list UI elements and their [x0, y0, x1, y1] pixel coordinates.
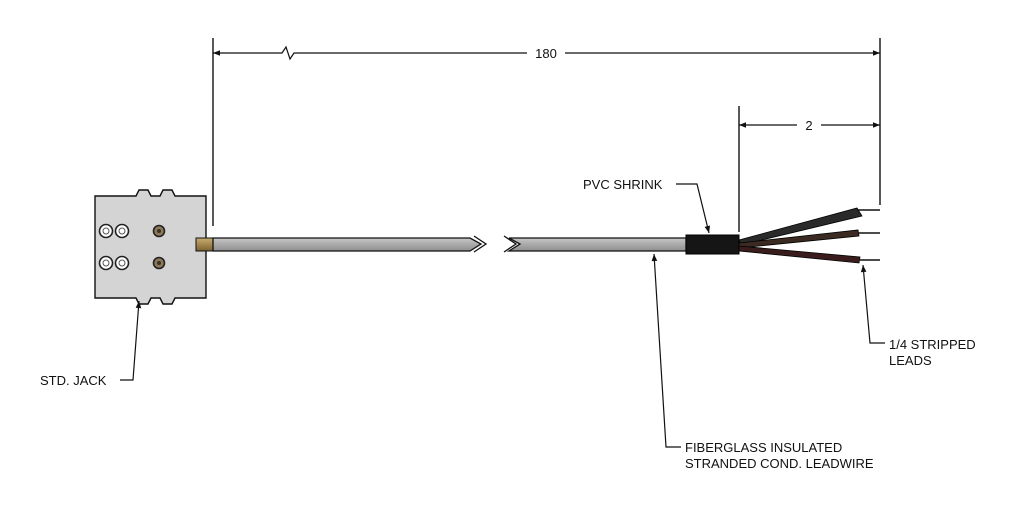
label-leadwire: FIBERGLASS INSULATED STRANDED COND. LEAD…: [651, 253, 874, 471]
break-mark-right: [503, 235, 518, 253]
label-pvc-shrink: PVC SHRINK: [583, 177, 711, 234]
cable-segment-right: [506, 237, 687, 252]
leadwire-label-line1: FIBERGLASS INSULATED: [685, 440, 842, 455]
socket-icon: [98, 223, 114, 239]
leadwire-label-line2: STRANDED COND. LEADWIRE: [685, 456, 874, 471]
overall-length-value: 180: [535, 46, 557, 61]
brass-ferrule: [195, 237, 214, 252]
stripped-leads-label-line2: LEADS: [889, 353, 932, 368]
label-stripped-leads: 1/4 STRIPPED LEADS: [860, 264, 976, 368]
std-jack-connector: [94, 189, 214, 305]
socket-icon: [114, 223, 130, 239]
strip-length-value: 2: [805, 118, 812, 133]
cable-segment-left: [212, 237, 483, 252]
pvc-shrink-label: PVC SHRINK: [583, 177, 663, 192]
socket-icon: [98, 255, 114, 271]
overall-length-dimension: 180: [212, 38, 881, 226]
pvc-shrink-sleeve: [685, 234, 740, 255]
strip-length-dimension: 2: [738, 106, 880, 232]
std-jack-label: STD. JACK: [40, 373, 107, 388]
break-mark-left: [473, 235, 488, 253]
stripped-leads: [738, 207, 880, 264]
lead-wire: [738, 245, 861, 264]
dimension-line-left: [213, 45, 527, 61]
jack-body: [94, 189, 207, 305]
stripped-leads-label-line1: 1/4 STRIPPED: [889, 337, 976, 352]
label-std-jack: STD. JACK: [40, 300, 142, 388]
jack-pin-sockets: [98, 223, 166, 271]
socket-icon: [114, 255, 130, 271]
